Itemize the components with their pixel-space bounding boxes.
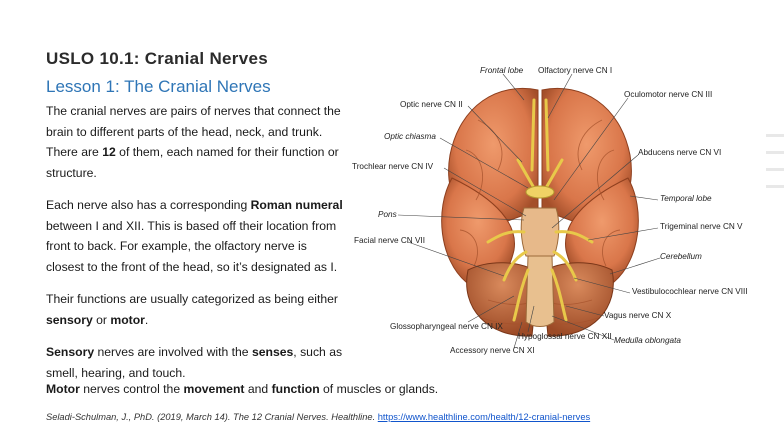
- label-accessory: Accessory nerve CN XI: [450, 346, 535, 355]
- bold-run: sensory: [46, 312, 93, 327]
- slide-subtitle: Lesson 1: The Cranial Nerves: [46, 77, 271, 96]
- vagus-left: [512, 268, 530, 322]
- olfactory-tract-right: [544, 98, 550, 172]
- cerebellum-right: [541, 262, 614, 337]
- optic-nerve-right: [544, 158, 564, 190]
- bold-run: 12: [102, 145, 116, 159]
- label-frontal-lobe: Frontal lobe: [480, 66, 524, 75]
- bold-run: senses: [251, 345, 294, 359]
- brain-illustration: [397, 73, 661, 349]
- text-run: of them, each named for their function o…: [46, 145, 339, 180]
- citation-text: Seladi-Schulman, J., PhD. (2019, March 1…: [46, 412, 378, 422]
- trigeminal-right: [554, 230, 594, 244]
- label-cerebellum: Cerebellum: [660, 252, 702, 261]
- text-run: .: [144, 312, 149, 327]
- label-abducens: Abducens nerve CN VI: [638, 148, 722, 157]
- faded-line: [766, 134, 784, 137]
- faded-edge-artifact: [762, 120, 784, 240]
- paragraph-motor: Motor nerves control the movement and fu…: [46, 382, 438, 396]
- bold-run: motor: [110, 312, 145, 327]
- label-olfactory: Olfactory nerve CN I: [538, 66, 613, 75]
- text-run: nerves are involved with the: [94, 345, 252, 359]
- optic-nerve-left: [516, 158, 536, 190]
- label-hypoglossal: Hypoglossal nerve CN XII: [518, 332, 612, 341]
- bold-run: Motor: [46, 382, 80, 396]
- label-trigeminal: Trigeminal nerve CN V: [660, 222, 743, 231]
- body-text: The cranial nerves are pairs of nerves t…: [46, 101, 346, 395]
- text-run: between I and XII. This is based off the…: [46, 218, 338, 274]
- brain-base-figure: Frontal lobe Olfactory nerve CN I Oculom…: [348, 60, 748, 360]
- text-run: Their functions are usually categorized …: [46, 292, 338, 306]
- label-vestibulocochlear: Vestibulocochlear nerve CN VIII: [632, 287, 748, 296]
- faded-line: [766, 185, 784, 188]
- label-glossopharyngeal: Glossopharyngeal nerve CN IX: [390, 322, 503, 331]
- text-run: nerves control the: [79, 382, 184, 396]
- citation: Seladi-Schulman, J., PhD. (2019, March 1…: [46, 412, 590, 422]
- paragraph-sensory: Sensory nerves are involved with the sen…: [46, 342, 346, 383]
- label-optic-chiasma: Optic chiasma: [384, 132, 436, 141]
- facial-right: [552, 250, 578, 282]
- paragraph-functions: Their functions are usually categorized …: [46, 289, 346, 330]
- label-oculomotor: Oculomotor nerve CN III: [624, 90, 713, 99]
- slide-title: USLO 10.1: Cranial Nerves: [46, 49, 268, 68]
- bold-run: Roman numeral: [250, 198, 343, 212]
- optic-chiasma: [525, 185, 555, 199]
- facial-left: [502, 250, 528, 282]
- label-vagus: Vagus nerve CN X: [604, 311, 672, 320]
- bold-run: Sensory: [46, 345, 95, 359]
- medulla-oblongata: [525, 255, 555, 327]
- faded-line: [766, 151, 784, 154]
- paragraph-roman: Each nerve also has a corresponding Roma…: [46, 195, 346, 277]
- pons: [520, 207, 560, 257]
- faded-line: [766, 168, 784, 171]
- label-facial: Facial nerve CN VII: [354, 236, 425, 245]
- text-run: Each nerve also has a corresponding: [46, 198, 251, 212]
- trigeminal-left: [486, 230, 526, 244]
- text-run: , such as smell, hearing, and touch.: [46, 345, 343, 380]
- label-medulla: Medulla oblongata: [614, 336, 681, 345]
- label-temporal-lobe: Temporal lobe: [660, 194, 712, 203]
- label-trochlear: Trochlear nerve CN IV: [352, 162, 434, 171]
- label-optic-nerve: Optic nerve CN II: [400, 100, 463, 109]
- text-run: The cranial nerves are pairs of nerves t…: [46, 104, 341, 159]
- citation-link[interactable]: https://www.healthline.com/health/12-cra…: [377, 412, 591, 422]
- vagus-right: [550, 268, 568, 322]
- text-run: of muscles or glands.: [319, 382, 439, 396]
- olfactory-tract-left: [530, 98, 536, 172]
- paragraph-intro: The cranial nerves are pairs of nerves t…: [46, 101, 346, 183]
- cerebellum-left: [466, 262, 539, 337]
- bold-run: movement: [183, 382, 245, 396]
- bold-run: function: [271, 382, 320, 396]
- text-run: or: [92, 312, 111, 327]
- label-pons: Pons: [378, 210, 397, 219]
- text-run: and: [244, 382, 272, 396]
